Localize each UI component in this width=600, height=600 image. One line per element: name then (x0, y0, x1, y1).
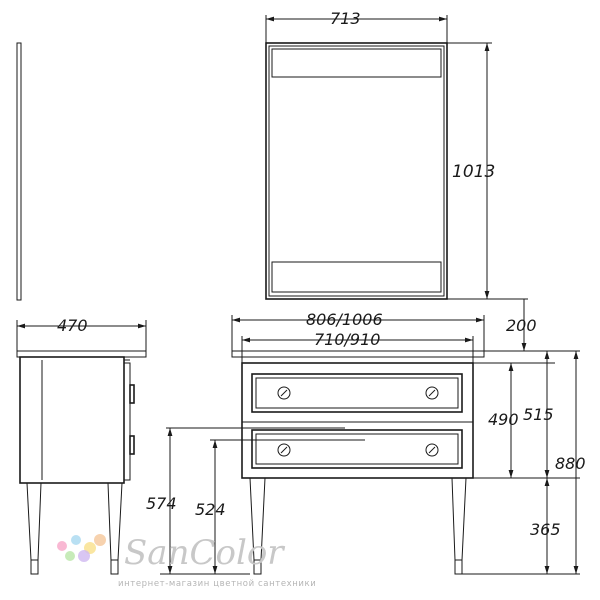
label-leg-height: 365 (530, 520, 561, 539)
dimension-cabinet-width: 806/1006 (231, 310, 485, 351)
cabinet-side-view (16, 350, 147, 575)
label-cabinet-inner-width: 710/910 (314, 330, 380, 349)
dimension-top-offset: 200 (447, 298, 537, 351)
dimension-handle-heights: 574 524 (146, 427, 365, 575)
label-handle-height-upper: 574 (146, 494, 177, 513)
mirror-front-view (265, 42, 448, 300)
drawer-handle-left-top (277, 386, 291, 400)
watermark-dot (78, 550, 90, 562)
watermark-brand: SanColor (124, 533, 285, 573)
label-total-height: 880 (555, 454, 586, 473)
mirror-side-view (16, 42, 22, 301)
watermark: SanColor интернет-магазин цветной сантех… (57, 533, 316, 589)
watermark-dot (94, 534, 106, 546)
label-side-depth: 470 (57, 316, 88, 335)
label-cabinet-width: 806/1006 (306, 310, 383, 329)
label-handle-height-lower: 524 (195, 500, 226, 519)
label-top-offset: 200 (506, 316, 537, 335)
label-drawer-height: 490 (488, 410, 519, 429)
dimension-side-depth: 470 (16, 316, 147, 351)
watermark-dot (57, 541, 67, 551)
drawer-handle-left-bottom (277, 443, 291, 457)
label-mirror-width: 713 (330, 9, 361, 28)
drawer-handle-right-top (425, 386, 439, 400)
dimension-mirror-height: 1013 (447, 42, 495, 300)
label-body-height: 515 (523, 405, 554, 424)
watermark-dot (71, 535, 81, 545)
dimension-mirror-width: 713 (265, 9, 448, 43)
cabinet-front-view (231, 350, 485, 575)
label-mirror-height: 1013 (452, 162, 495, 182)
watermark-tagline: интернет-магазин цветной сантехники (118, 579, 316, 589)
dimension-vertical-right: 490 515 880 365 (462, 350, 586, 575)
dimension-cabinet-inner-width: 710/910 (241, 330, 474, 363)
watermark-dot (65, 551, 75, 561)
drawer-handle-right-bottom (425, 443, 439, 457)
watermark-dots (57, 534, 106, 562)
